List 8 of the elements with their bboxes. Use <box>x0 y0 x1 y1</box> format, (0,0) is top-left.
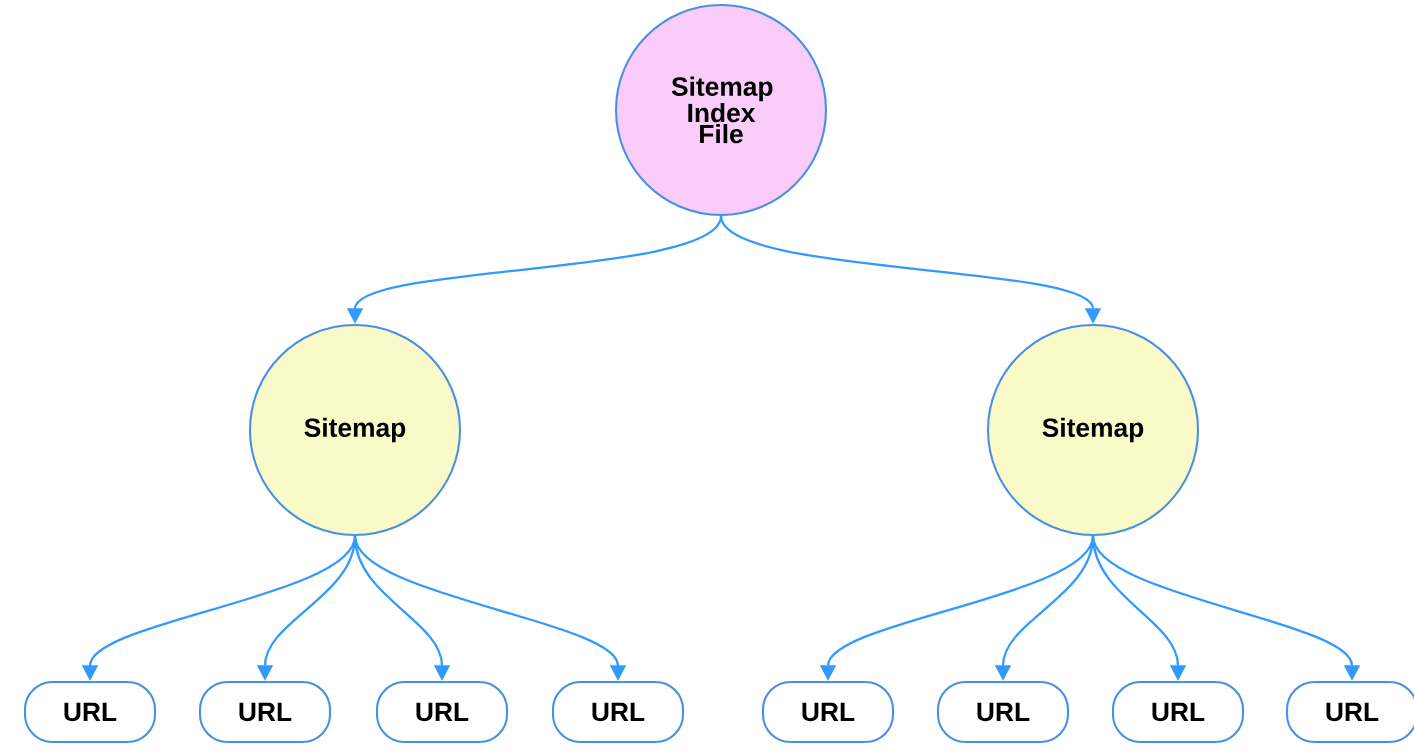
url-box: URL <box>23 680 157 744</box>
url-box: URL <box>198 680 332 744</box>
url-box: URL <box>936 680 1070 744</box>
url-box: URL <box>1111 680 1245 744</box>
url-box: URL <box>375 680 509 744</box>
url-box: URL <box>761 680 895 744</box>
url-box: URL <box>551 680 685 744</box>
url-box: URL <box>1285 680 1414 744</box>
